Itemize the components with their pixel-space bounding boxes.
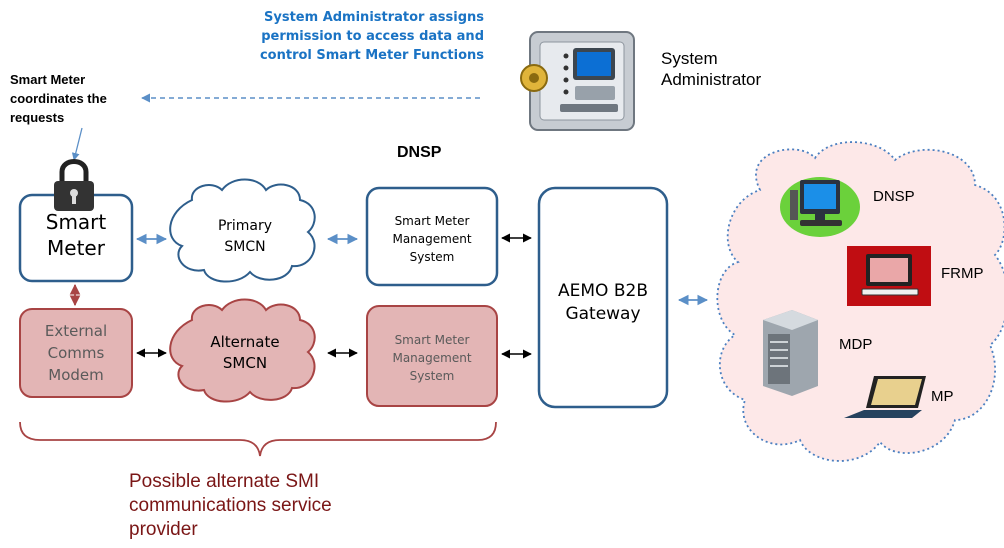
external-modem-label: External Comms Modem: [20, 320, 132, 386]
admin-note-line: permission to access data and: [261, 29, 484, 44]
primary-smcn-label: Primary SMCN: [180, 216, 310, 258]
alternate-smcn-label-line: Alternate: [210, 333, 280, 351]
participant-mdp-label: MDP: [839, 336, 873, 353]
smms-primary-label: Smart Meter Management System: [367, 212, 497, 266]
padlock-icon: [54, 159, 94, 211]
primary-smcn-label-line: SMCN: [224, 239, 266, 255]
smart-meter-note-line: Smart Meter: [10, 72, 86, 87]
smms-alternate-label-line: Smart Meter: [394, 333, 470, 347]
participant-dnsp-label: DNSP: [873, 188, 915, 205]
smart-meter-label: Smart Meter: [20, 209, 132, 261]
primary-smcn-label-line: Primary: [217, 218, 273, 234]
gateway-label-line: Gateway: [565, 304, 641, 324]
gateway-box: [537, 186, 669, 409]
smart-meter-note: Smart Meter coordinates the requests: [10, 70, 150, 127]
dnsp-header: DNSP: [397, 144, 442, 161]
smms-primary-box: [365, 186, 499, 287]
admin-permission-note: System Administrator assigns permission …: [244, 8, 484, 65]
smart-meter-label-line: Meter: [47, 236, 105, 260]
gateway-label: AEMO B2B Gateway: [539, 280, 667, 326]
participant-mp-label: MP: [931, 388, 954, 405]
vault-computer-icon: [520, 31, 635, 131]
alternate-smcn-label-line: SMCN: [222, 354, 268, 372]
external-modem-label-line: Comms: [47, 344, 105, 362]
laptop-icon: [844, 376, 926, 418]
desktop-computer-icon: [780, 177, 860, 237]
smms-alternate-box: [366, 305, 498, 407]
smms-alternate-label: Smart Meter Management System: [367, 331, 497, 385]
admin-note-line: System Administrator assigns: [264, 10, 484, 25]
smms-primary-label-line: System: [409, 250, 455, 264]
external-modem-box: [19, 308, 133, 398]
system-admin-label: System Administrator: [661, 48, 761, 90]
smart-meter-note-line: requests: [10, 110, 65, 125]
server-tower-icon: [763, 310, 818, 396]
system-admin-label-line: Administrator: [661, 70, 762, 89]
provider-note-line: communications service: [129, 495, 332, 516]
provider-note-line: provider: [129, 519, 198, 540]
external-modem-label-line: Modem: [48, 366, 104, 384]
provider-brace: [19, 421, 497, 457]
provider-note-line: Possible alternate SMI: [129, 471, 320, 492]
admin-note-line: control Smart Meter Functions: [259, 48, 484, 63]
provider-note: Possible alternate SMI communications se…: [129, 470, 332, 542]
alternate-smcn-cloud: [169, 298, 316, 403]
smms-alternate-label-line: Management: [392, 351, 472, 365]
smart-meter-label-line: Smart: [45, 210, 107, 234]
alternate-smcn-label: Alternate SMCN: [180, 332, 310, 374]
system-admin-label-line: System: [661, 49, 718, 68]
primary-smcn-cloud: [169, 178, 316, 283]
external-modem-label-line: External: [44, 322, 108, 340]
monitor-icon: [847, 246, 931, 306]
smart-meter-note-line: coordinates the: [10, 91, 107, 106]
participant-frmp-label: FRMP: [941, 265, 984, 282]
smms-primary-label-line: Smart Meter: [394, 214, 470, 228]
smms-alternate-label-line: System: [409, 369, 455, 383]
gateway-label-line: AEMO B2B: [558, 281, 648, 301]
note-pointer-arrow: [71, 127, 83, 161]
smms-primary-label-line: Management: [392, 232, 472, 246]
